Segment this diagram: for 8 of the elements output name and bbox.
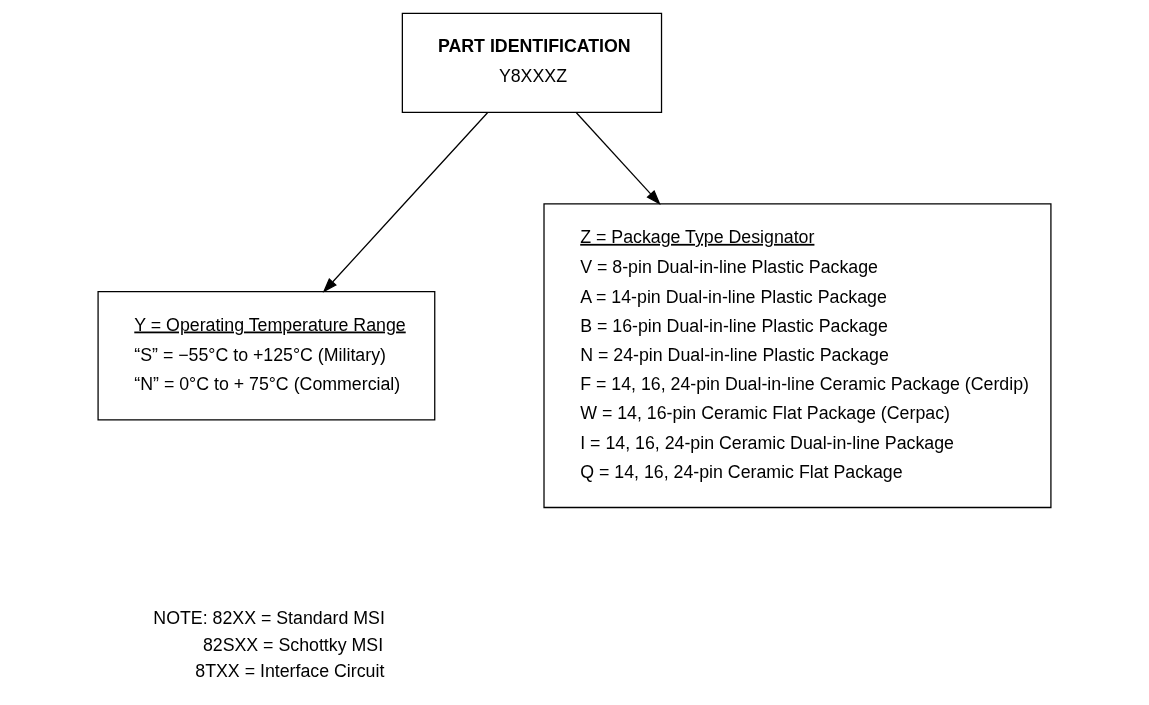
node-box: PART IDENTIFICATION Y8XXXZ — [401, 12, 663, 114]
node-box: Z = Package Type Designator V = 8-pin Dual-in-line Plastic Package A = 14-pin Dual-in-line Plastic Package B = 16-pin Dual-in-line Plastic Package N = 24-pin Dual-in-line Plastic Package F = 14, 16, 24-pin Dual-in-line Ceramic Package (Cerdip) W = 14, 16-pin Ceramic Flat Package (Cerpac) I = 14, 16, 24-pin Ceramic Dual-in-line Package Q = 14, 16, 24-pin Ceramic Flat Package — [543, 203, 1052, 509]
node-box: Y = Operating Temperature Range “S” = −55°C to +125°C (Military) “N” = 0°C to + 75°C (Commercial) — [97, 290, 436, 421]
label: NOTE: 82XX = Standard MSI — [153, 607, 385, 628]
arrow — [322, 112, 489, 293]
label: 82SXX = Schottky MSI — [202, 634, 384, 655]
arrow — [575, 112, 661, 205]
label: 8TXX = Interface Circuit — [195, 661, 385, 682]
